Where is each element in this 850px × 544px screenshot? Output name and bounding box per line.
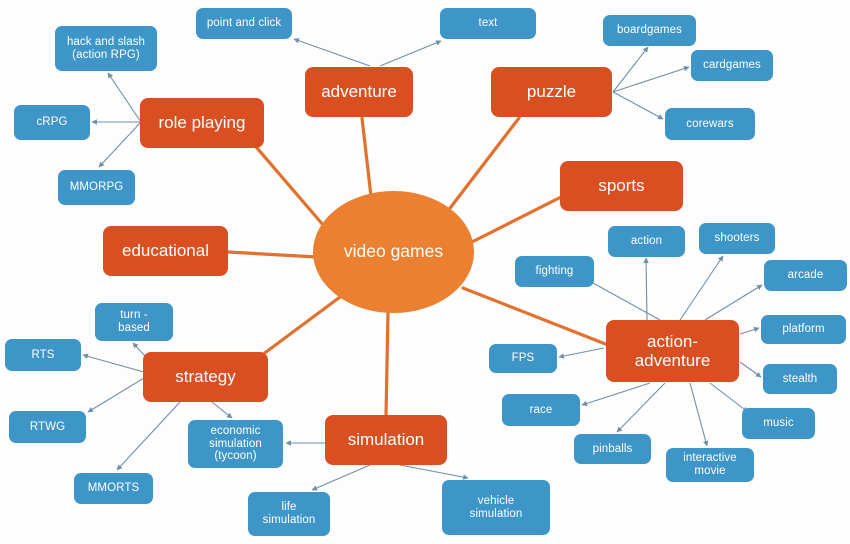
branch-edge-cardgames	[612, 65, 690, 93]
trunk-edge-role-playing	[249, 139, 332, 235]
branch-edge-fps	[558, 347, 605, 359]
leaf-node-hack-and-slash[interactable]: hack and slash (action RPG)	[55, 26, 157, 71]
trunk-edge-simulation	[384, 309, 390, 418]
branch-edge-shooters	[679, 255, 724, 321]
category-node-educational[interactable]: educational	[103, 226, 228, 276]
root-node-video-games[interactable]: video games	[313, 191, 474, 313]
leaf-node-pinballs[interactable]: pinballs	[574, 434, 651, 464]
branch-edge-stealth	[739, 361, 762, 378]
branch-edge-vehicle-simulation	[399, 464, 469, 480]
trunk-edge-puzzle	[442, 116, 521, 218]
leaf-node-crpg[interactable]: cRPG	[14, 105, 90, 140]
leaf-node-arcade[interactable]: arcade	[764, 260, 847, 291]
leaf-node-mmorpg[interactable]: MMORPG	[58, 170, 135, 205]
branch-edge-economic-sim	[211, 401, 233, 419]
category-node-puzzle[interactable]: puzzle	[491, 67, 612, 117]
leaf-node-economic-sim[interactable]: economic simulation (tycoon)	[188, 420, 283, 468]
branch-edge-arcade	[704, 284, 763, 321]
trunk-edge-educational	[226, 250, 319, 259]
branch-edge-race	[581, 382, 651, 407]
leaf-node-race[interactable]: race	[502, 394, 580, 426]
leaf-node-life-simulation[interactable]: life simulation	[248, 492, 330, 536]
branch-edge-interactive-movie	[689, 382, 709, 447]
leaf-node-music[interactable]: music	[742, 408, 815, 439]
leaf-node-mmorts[interactable]: MMORTS	[74, 473, 153, 504]
category-node-adventure[interactable]: adventure	[305, 67, 413, 117]
leaf-node-rtwg[interactable]: RTWG	[9, 411, 86, 443]
trunk-edge-sports	[464, 194, 565, 247]
branch-edge-turn-based	[132, 342, 146, 357]
branch-edge-action	[643, 257, 649, 321]
branch-edge-rtwg	[87, 377, 145, 413]
leaf-node-text[interactable]: text	[440, 8, 536, 39]
trunk-edge-action-adventure	[461, 286, 610, 347]
branch-edge-mmorts	[116, 401, 181, 471]
leaf-node-point-and-click[interactable]: point and click	[196, 8, 292, 39]
leaf-node-platform[interactable]: platform	[761, 315, 846, 344]
branch-edge-platform	[739, 326, 760, 335]
leaf-node-corewars[interactable]: corewars	[665, 108, 755, 140]
leaf-node-vehicle-simulation[interactable]: vehicle simulation	[442, 480, 550, 535]
branch-edge-boardgames	[612, 46, 649, 93]
branch-edge-corewars	[612, 91, 664, 120]
branch-edge-hack-and-slash	[107, 72, 142, 123]
trunk-edge-strategy	[260, 295, 342, 357]
leaf-node-action[interactable]: action	[608, 226, 685, 257]
category-node-sports[interactable]: sports	[560, 161, 683, 211]
branch-edge-pinballs	[616, 382, 666, 433]
branch-edge-mmorpg	[98, 121, 142, 168]
leaf-node-cardgames[interactable]: cardgames	[691, 50, 773, 81]
leaf-node-fighting[interactable]: fighting	[515, 256, 594, 287]
leaf-node-interactive-movie[interactable]: interactive movie	[666, 448, 754, 482]
leaf-node-boardgames[interactable]: boardgames	[603, 15, 696, 46]
category-node-strategy[interactable]: strategy	[143, 352, 268, 402]
leaf-node-stealth[interactable]: stealth	[763, 364, 837, 394]
branch-edge-life-simulation	[311, 464, 371, 491]
leaf-node-rts[interactable]: RTS	[5, 339, 81, 371]
leaf-node-shooters[interactable]: shooters	[699, 223, 775, 254]
trunk-edges	[226, 116, 610, 418]
branch-edge-rts	[82, 353, 145, 373]
category-node-role-playing[interactable]: role playing	[140, 98, 264, 148]
trunk-edge-adventure	[360, 116, 374, 207]
branch-edge-text	[379, 40, 442, 67]
leaf-node-turn-based[interactable]: turn - based	[95, 303, 173, 341]
branch-edge-music	[709, 382, 749, 413]
leaf-node-fps[interactable]: FPS	[489, 344, 557, 373]
branch-edges	[82, 38, 763, 491]
branch-edge-point-and-click	[293, 38, 371, 67]
category-node-simulation[interactable]: simulation	[325, 415, 447, 465]
category-node-action-adventure[interactable]: action- adventure	[606, 320, 739, 382]
